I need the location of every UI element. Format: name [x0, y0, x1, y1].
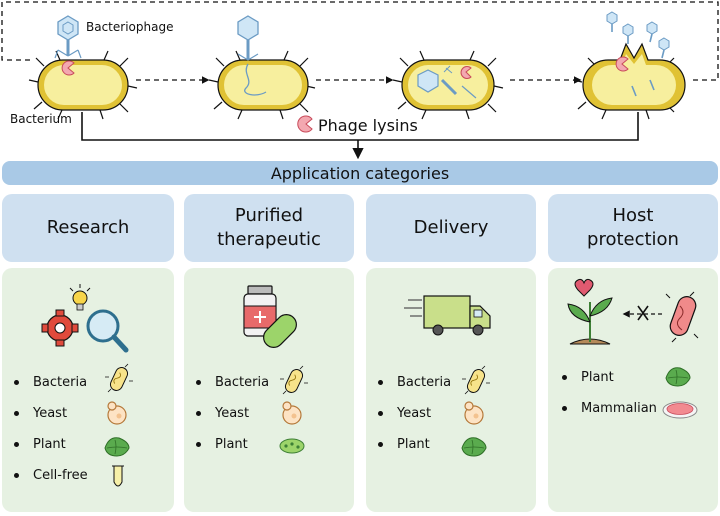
category-header-delivery: Delivery	[366, 194, 536, 262]
list-item: Bacteria	[14, 375, 87, 390]
category-panel-purified-therapeutic	[184, 268, 354, 512]
cycle-dashed-loop	[1, 1, 719, 81]
list-item: Yeast	[378, 406, 431, 421]
application-categories-bar: Application categories	[2, 161, 718, 185]
list-item: Bacteria	[196, 375, 269, 390]
bacteriophage-label: Bacteriophage	[86, 20, 174, 34]
bacterium-stage-4	[572, 11, 686, 120]
phage-lysins-label: Phage lysins	[318, 116, 418, 135]
lysin-legend-icon	[297, 115, 313, 133]
bacterium-label: Bacterium	[10, 112, 72, 126]
list-item: Yeast	[14, 406, 67, 421]
category-title: Host protection	[587, 204, 679, 250]
category-panel-research	[2, 268, 174, 512]
application-categories-label: Application categories	[270, 163, 450, 183]
list-item: Plant	[196, 437, 248, 452]
bacterium-stage-2	[208, 15, 316, 120]
lysin-bracket	[81, 112, 639, 141]
category-header-host-protection: Host protection	[548, 194, 718, 262]
category-title: Delivery	[413, 216, 489, 238]
list-item: Plant	[14, 437, 66, 452]
list-item: Mammalian	[562, 401, 657, 416]
list-item: Bacteria	[378, 375, 451, 390]
category-panel-host-protection	[548, 268, 718, 512]
list-item: Plant	[562, 370, 614, 385]
list-item: Yeast	[196, 406, 249, 421]
category-title: Research	[46, 216, 130, 238]
category-header-purified-therapeutic: Purified therapeutic	[184, 194, 354, 262]
list-item: Cell-free	[14, 468, 88, 483]
list-item: Plant	[378, 437, 430, 452]
category-title: Purified therapeutic	[217, 204, 321, 250]
bacterium-stage-3	[392, 50, 504, 120]
bacterium-stage-1	[28, 15, 138, 120]
category-panel-delivery	[366, 268, 536, 512]
category-header-research: Research	[2, 194, 174, 262]
